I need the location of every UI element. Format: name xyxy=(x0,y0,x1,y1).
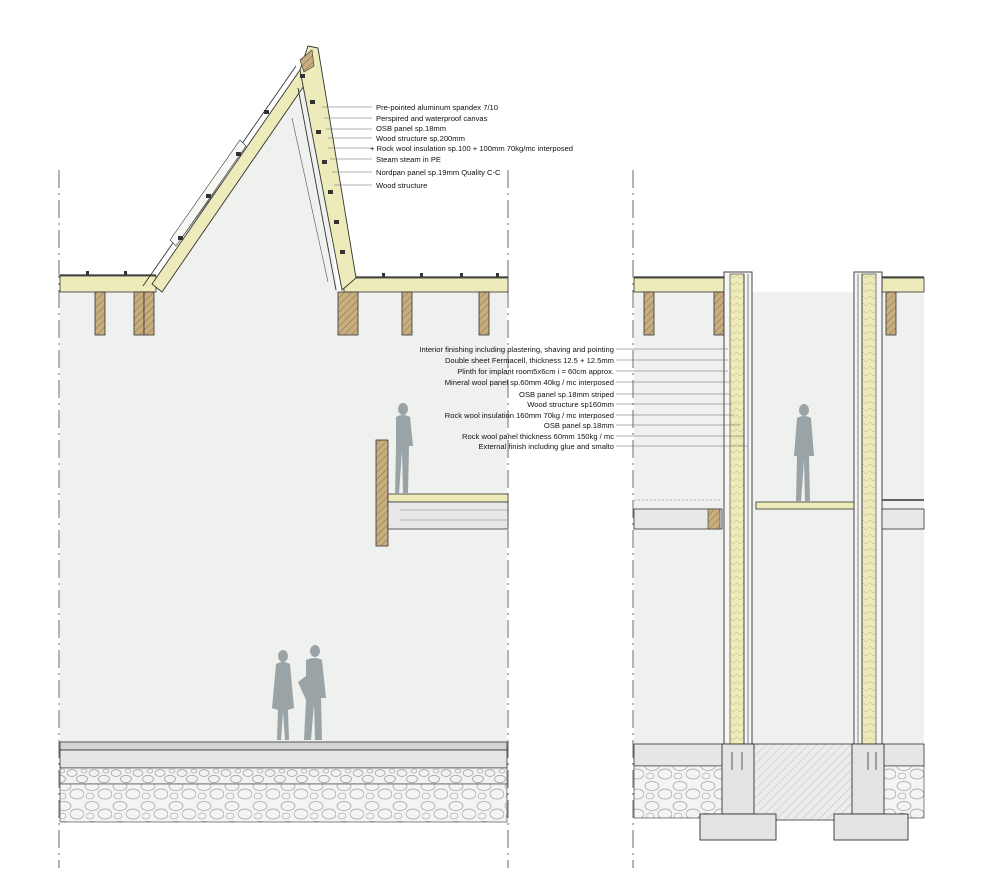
roof-label: Steam steam in PE xyxy=(376,155,441,164)
wall-labels: Interior finishing including plastering,… xyxy=(419,345,614,451)
roof-label: OSB panel sp.18mm xyxy=(376,124,446,133)
human-figure xyxy=(298,645,326,740)
wall-label: Plinth for implant room5x6cm i = 60cm ap… xyxy=(457,367,614,376)
wall-label: Rock wool panel thickness 60mm 150kg / m… xyxy=(462,432,614,441)
wall-label: OSB panel sp.18mm xyxy=(544,421,614,430)
foundation-interior-fill xyxy=(751,743,855,821)
roof-label: Pre-pointed aluminum spandex 7/10 xyxy=(376,103,498,112)
wall-label: Double sheet Fermacell, thickness 12.5 +… xyxy=(445,356,614,365)
roof-label: + Rock wool insulation sp.100 + 100mm 70… xyxy=(370,144,573,153)
left-section: Pre-pointed aluminum spandex 7/10 Perspi… xyxy=(58,45,573,868)
mezzanine-floor-inner xyxy=(755,501,855,510)
wall-left xyxy=(723,271,753,745)
wall-label: External finish including glue and smalt… xyxy=(478,442,614,451)
wall-label: Interior finishing including plastering,… xyxy=(419,345,614,354)
stone-fill xyxy=(59,783,508,823)
gravel-layer xyxy=(59,767,508,785)
human-figure xyxy=(794,404,814,502)
mezzanine-floor xyxy=(387,493,509,503)
mezzanine-wall-post xyxy=(375,439,389,547)
ground-slab xyxy=(59,741,508,751)
wall-label: Rock wool insulation 160mm 70kg / mc int… xyxy=(445,411,614,420)
flat-roof-left xyxy=(59,275,157,293)
wall-label: OSB panel sp.18mm striped xyxy=(519,390,614,399)
foundation-footing-left xyxy=(699,743,777,841)
wall-label: Wood structure sp160mm xyxy=(527,400,614,409)
wall-right xyxy=(853,271,883,745)
roof-label: Wood structure xyxy=(376,181,427,190)
roof-labels: Pre-pointed aluminum spandex 7/10 Perspi… xyxy=(370,103,573,190)
human-figure xyxy=(395,403,413,494)
roof-label: Perspired and waterproof canvas xyxy=(376,114,488,123)
wall-label: Mineral wool panel sp.60mm 40kg / mc int… xyxy=(445,378,614,387)
roof-label: Nordpan panel sp.19mm Quality C-C xyxy=(376,168,501,177)
right-section: Interior finishing including plastering,… xyxy=(419,170,925,868)
flat-roof-right xyxy=(343,277,509,293)
roof-right-slope xyxy=(299,45,357,291)
roof-label: Wood structure sp.200mm xyxy=(376,134,465,143)
human-figure xyxy=(272,650,294,740)
